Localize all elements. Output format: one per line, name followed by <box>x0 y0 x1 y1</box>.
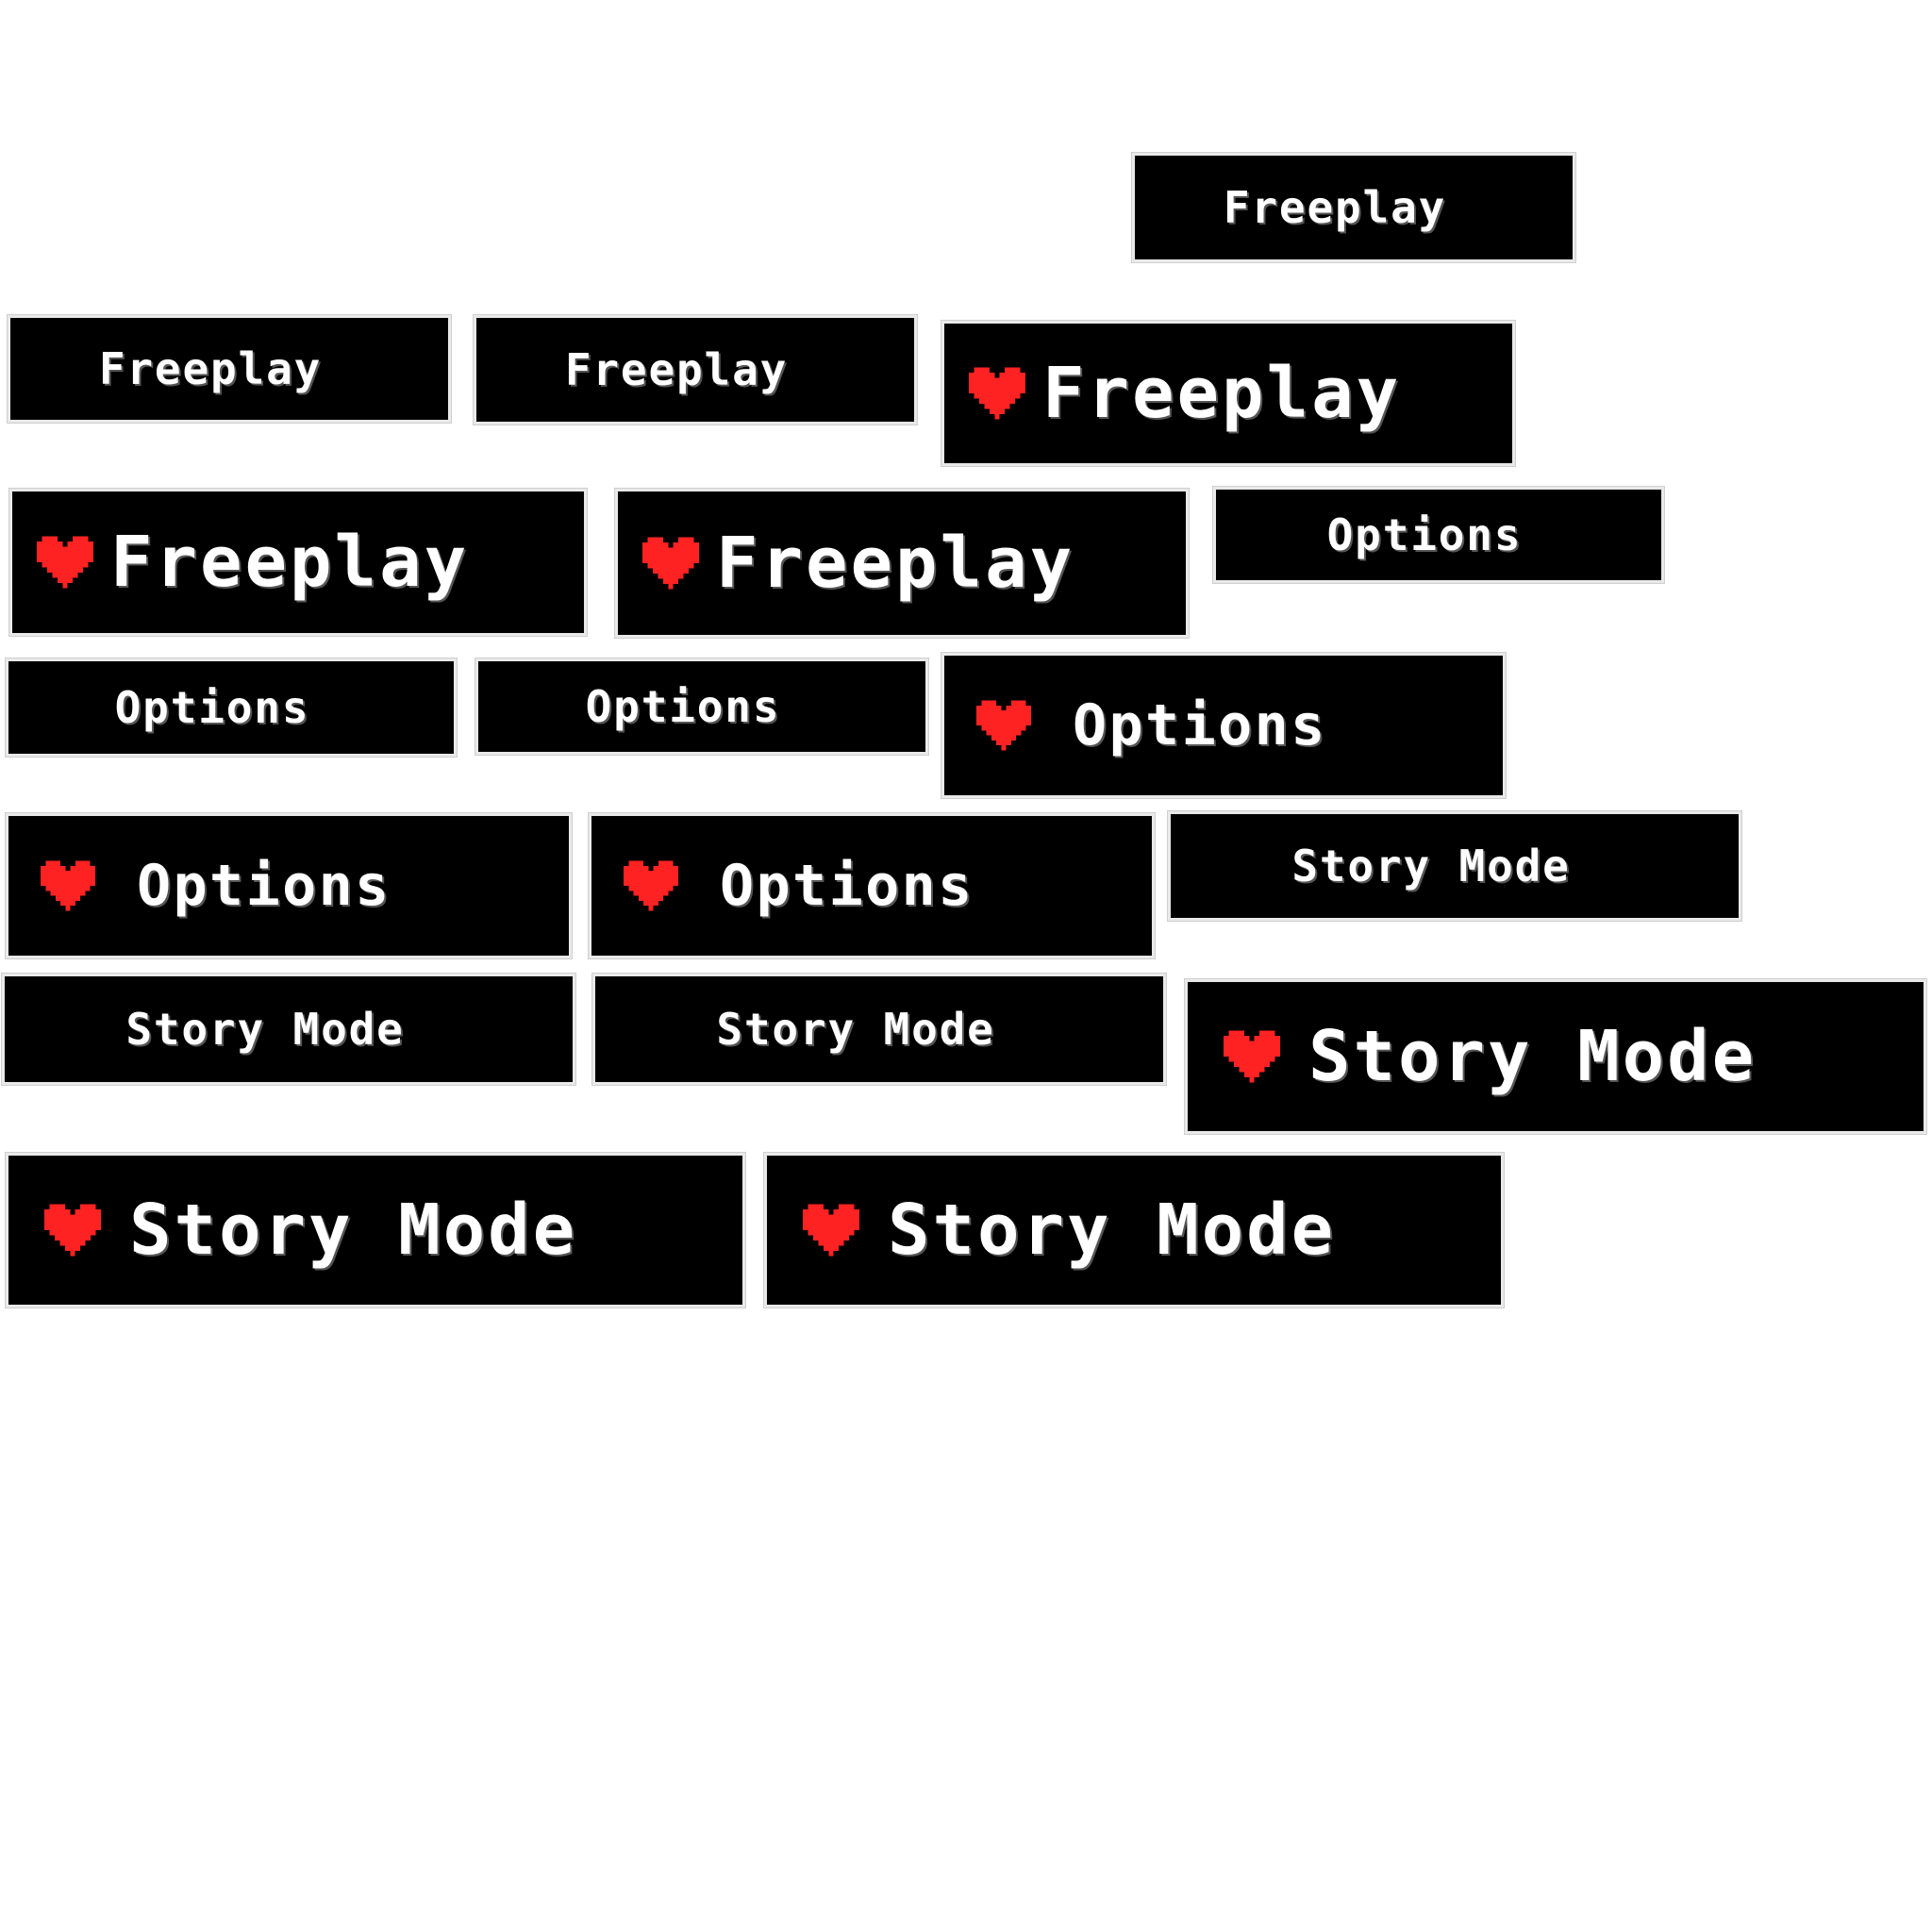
button-label: Story Mode <box>129 1190 578 1271</box>
button-label: Options <box>1326 509 1523 560</box>
options-button-selected[interactable]: Options <box>6 813 572 958</box>
freeplay-button-selected[interactable]: Freeplay <box>941 321 1515 466</box>
button-label: Freeplay <box>1223 182 1447 233</box>
button-label: Options <box>1073 692 1327 758</box>
options-button-selected[interactable]: Options <box>589 813 1155 958</box>
button-label: Story Mode <box>1308 1016 1757 1097</box>
heart-icon <box>969 367 1025 420</box>
freeplay-button-selected[interactable]: Freeplay <box>615 489 1189 638</box>
story-mode-button-selected[interactable]: Story Mode <box>6 1153 745 1307</box>
freeplay-button[interactable]: Freeplay <box>474 315 917 425</box>
button-label: Freeplay <box>98 343 323 394</box>
options-button[interactable]: Options <box>6 658 457 757</box>
button-label: Freeplay <box>1042 353 1402 434</box>
button-label: Story Mode <box>125 1004 405 1055</box>
freeplay-button-selected[interactable]: Freeplay <box>9 489 587 636</box>
heart-icon <box>1224 1030 1280 1083</box>
story-mode-button[interactable]: Story Mode <box>2 974 575 1085</box>
heart-icon <box>624 860 678 911</box>
heart-icon <box>41 860 95 911</box>
options-button[interactable]: Options <box>475 658 928 755</box>
options-button-selected[interactable]: Options <box>941 653 1506 798</box>
heart-icon <box>642 537 699 590</box>
story-mode-button[interactable]: Story Mode <box>592 974 1166 1085</box>
button-label: Options <box>720 853 974 919</box>
options-button[interactable]: Options <box>1213 487 1664 583</box>
button-label: Options <box>137 853 391 919</box>
button-label: Story Mode <box>716 1004 995 1055</box>
story-mode-button-selected[interactable]: Story Mode <box>1185 979 1926 1134</box>
button-label: Freeplay <box>716 523 1075 604</box>
heart-icon <box>44 1204 101 1257</box>
button-label: Story Mode <box>888 1190 1337 1271</box>
heart-icon <box>37 536 93 589</box>
freeplay-button[interactable]: Freeplay <box>1132 153 1575 262</box>
button-label: Options <box>114 682 310 733</box>
button-label: Freeplay <box>564 344 789 395</box>
button-label: Options <box>585 681 781 732</box>
heart-icon <box>803 1204 859 1257</box>
button-label: Story Mode <box>1291 841 1571 891</box>
story-mode-button[interactable]: Story Mode <box>1168 811 1741 921</box>
freeplay-button[interactable]: Freeplay <box>8 315 451 423</box>
heart-icon <box>976 700 1031 751</box>
story-mode-button-selected[interactable]: Story Mode <box>764 1153 1504 1307</box>
button-label: Freeplay <box>110 522 470 603</box>
